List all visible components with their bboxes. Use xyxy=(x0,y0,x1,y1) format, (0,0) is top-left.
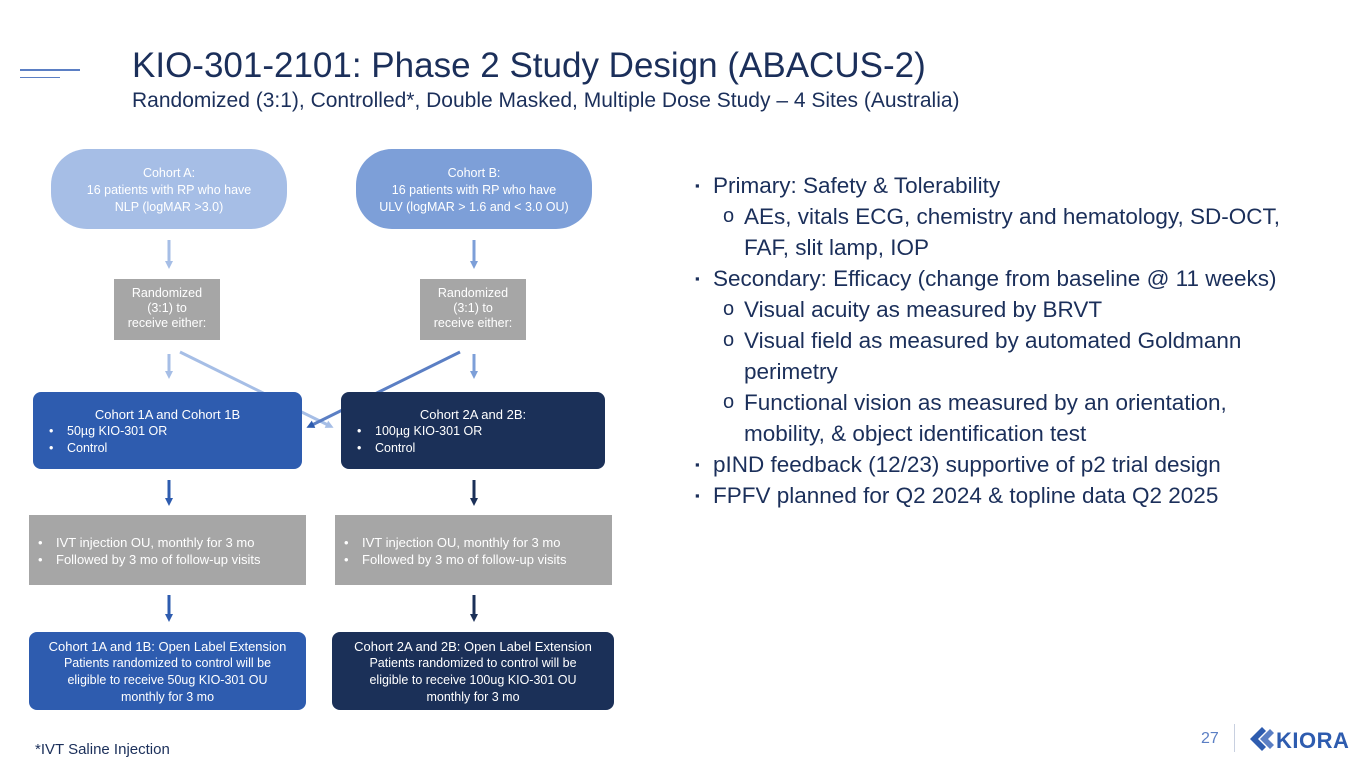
square-bullet-icon: ▪ xyxy=(695,457,700,472)
endpoint-fpfv: ▪ FPFV planned for Q2 2024 & topline data… xyxy=(695,480,1345,511)
cohort-1-title: Cohort 1A and Cohort 1B xyxy=(94,407,241,422)
ole-2-line2: eligible to receive 100ug KIO-301 OU xyxy=(369,673,577,687)
randomized-box-b: Randomized (3:1) to receive either: xyxy=(420,279,526,340)
ole-1-line1: Patients randomized to control will be xyxy=(63,656,272,670)
cohort-1-box: Cohort 1A and Cohort 1B • 50µg KIO-301 OR… xyxy=(33,392,302,469)
endpoint-secondary-sub2: o Visual field as measured by automated G… xyxy=(695,325,1345,356)
rand-b-line3: receive either: xyxy=(433,316,513,330)
randomized-box-a: Randomized (3:1) to receive either: xyxy=(114,279,220,340)
square-bullet-icon: ▪ xyxy=(695,178,700,193)
cohort-2-box: Cohort 2A and 2B: • 100µg KIO-301 OR • Con… xyxy=(341,392,605,469)
treatment-2-item-text: Followed by 3 mo of follow-up visits xyxy=(362,552,567,567)
endpoint-secondary-sub3: o Functional vision as measured by an ori… xyxy=(695,387,1345,418)
endpoint-secondary-sub3-line1: Functional vision as measured by an orie… xyxy=(744,390,1227,415)
endpoint-secondary-sub1: o Visual acuity as measured by BRVT xyxy=(695,294,1345,325)
slide-title: KIO-301-2101: Phase 2 Study Design (ABAC… xyxy=(132,46,926,85)
kiora-logo-text: KIORA xyxy=(1276,728,1350,753)
ole-1-line3: monthly for 3 mo xyxy=(120,690,215,704)
decorative-line xyxy=(20,69,80,71)
cohort-1-item-text: Control xyxy=(67,441,108,455)
treatment-1-item-text: IVT injection OU, monthly for 3 mo xyxy=(56,535,255,550)
rand-b-line1: Randomized xyxy=(437,286,509,300)
endpoint-primary-sub: o AEs, vitals ECG, chemistry and hematolo… xyxy=(695,201,1345,232)
cohort-a-line2: NLP (logMAR >3.0) xyxy=(114,200,224,214)
arrow-rand-b-to-cohort-1 xyxy=(306,350,461,428)
treatment-1-item-text: Followed by 3 mo of follow-up visits xyxy=(56,552,261,567)
cohort-2-item-text: 100µg KIO-301 OR xyxy=(375,424,483,438)
endpoint-secondary-text: Secondary: Efficacy (change from baselin… xyxy=(713,266,1277,291)
cohort-2-item: • Control xyxy=(357,440,605,457)
treatment-2-item: • IVT injection OU, monthly for 3 mo xyxy=(344,534,612,551)
cohort-a-line1: 16 patients with RP who have xyxy=(86,183,252,197)
endpoint-primary-sub-line1: AEs, vitals ECG, chemistry and hematolog… xyxy=(744,204,1281,229)
bullet-marker: • xyxy=(357,424,362,438)
ole-2-title: Cohort 2A and 2B: Open Label Extension xyxy=(354,639,592,654)
cohort-b-line1: 16 patients with RP who have xyxy=(391,183,557,197)
endpoint-secondary-sub2-line2: perimetry xyxy=(744,359,838,384)
endpoint-secondary-sub2-line1: Visual field as measured by automated Go… xyxy=(744,328,1242,353)
cohort-2-item-text: Control xyxy=(375,441,416,455)
ole-1-title: Cohort 1A and 1B: Open Label Extension xyxy=(48,639,287,654)
circle-bullet-icon: o xyxy=(723,391,735,413)
endpoint-secondary: ▪ Secondary: Efficacy (change from baseli… xyxy=(695,263,1345,294)
endpoint-primary-sub-cont: FAF, slit lamp, IOP xyxy=(695,232,1345,263)
endpoint-primary-text: Primary: Safety & Tolerability xyxy=(713,173,1001,198)
slide-subtitle: Randomized (3:1), Controlled*, Double Ma… xyxy=(132,89,960,112)
cohort-a-box: Cohort A: 16 patients with RP who have N… xyxy=(51,149,287,229)
rand-a-line1: Randomized xyxy=(131,286,203,300)
cohort-a-title: Cohort A: xyxy=(142,166,196,180)
cohort-2-title: Cohort 2A and 2B: xyxy=(419,407,527,422)
cohort-b-line2: ULV (logMAR > 1.6 and < 3.0 OU) xyxy=(379,200,569,214)
ole-box-2: Cohort 2A and 2B: Open Label Extension P… xyxy=(332,632,614,710)
decorative-line-short xyxy=(20,77,60,78)
rand-a-line3: receive either: xyxy=(127,316,207,330)
endpoint-fpfv-text: FPFV planned for Q2 2024 & topline data … xyxy=(713,483,1219,508)
ole-2-line1: Patients randomized to control will be xyxy=(369,656,577,670)
cohort-b-box: Cohort B: 16 patients with RP who have U… xyxy=(356,149,592,229)
circle-bullet-icon: o xyxy=(723,298,735,320)
endpoint-secondary-sub1-text: Visual acuity as measured by BRVT xyxy=(744,297,1103,322)
endpoints-list: ▪ Primary: Safety & Tolerability o AEs, vi… xyxy=(695,170,1345,511)
footer-divider xyxy=(1234,724,1235,752)
treatment-1-item: • Followed by 3 mo of follow-up visits xyxy=(38,551,306,568)
bullet-marker: • xyxy=(357,441,362,455)
endpoint-secondary-sub2-cont: perimetry xyxy=(695,356,1345,387)
bullet-marker: • xyxy=(344,552,349,567)
circle-bullet-icon: o xyxy=(723,205,735,227)
cohort-1-item: • Control xyxy=(49,440,302,457)
ole-box-1: Cohort 1A and 1B: Open Label Extension P… xyxy=(29,632,306,710)
endpoint-secondary-sub3-cont: mobility, & object identification test xyxy=(695,418,1345,449)
bullet-marker: • xyxy=(49,441,54,455)
treatment-2-item-text: IVT injection OU, monthly for 3 mo xyxy=(362,535,561,550)
bullet-marker: • xyxy=(344,535,349,550)
rand-b-line2: (3:1) to xyxy=(453,301,493,315)
rand-a-line2: (3:1) to xyxy=(147,301,187,315)
treatment-box-1: • IVT injection OU, monthly for 3 mo • Fol… xyxy=(29,515,306,585)
endpoint-pind-text: pIND feedback (12/23) supportive of p2 t… xyxy=(713,452,1221,477)
bullet-marker: • xyxy=(49,424,54,438)
square-bullet-icon: ▪ xyxy=(695,488,700,503)
cohort-2-item: • 100µg KIO-301 OR xyxy=(357,423,605,440)
cohort-b-title: Cohort B: xyxy=(447,166,501,180)
footnote: *IVT Saline Injection xyxy=(35,741,170,758)
bullet-marker: • xyxy=(38,535,43,550)
cohort-1-item: • 50µg KIO-301 OR xyxy=(49,423,302,440)
ole-1-line2: eligible to receive 50ug KIO-301 OU xyxy=(67,673,268,687)
page-number: 27 xyxy=(1201,730,1219,747)
endpoint-pind: ▪ pIND feedback (12/23) supportive of p2 … xyxy=(695,449,1345,480)
treatment-2-item: • Followed by 3 mo of follow-up visits xyxy=(344,551,612,568)
endpoint-secondary-sub3-line2: mobility, & object identification test xyxy=(744,421,1087,446)
circle-bullet-icon: o xyxy=(723,329,735,351)
cohort-1-item-text: 50µg KIO-301 OR xyxy=(67,424,168,438)
arrow-rand-a-to-cohort-2 xyxy=(179,350,334,428)
treatment-1-item: • IVT injection OU, monthly for 3 mo xyxy=(38,534,306,551)
square-bullet-icon: ▪ xyxy=(695,271,700,286)
endpoint-primary: ▪ Primary: Safety & Tolerability xyxy=(695,170,1345,201)
treatment-box-2: • IVT injection OU, monthly for 3 mo • Fol… xyxy=(335,515,612,585)
bullet-marker: • xyxy=(38,552,43,567)
ole-2-line3: monthly for 3 mo xyxy=(426,690,520,704)
kiora-logo-icon xyxy=(1250,727,1274,751)
endpoint-primary-sub-line2: FAF, slit lamp, IOP xyxy=(744,235,930,260)
